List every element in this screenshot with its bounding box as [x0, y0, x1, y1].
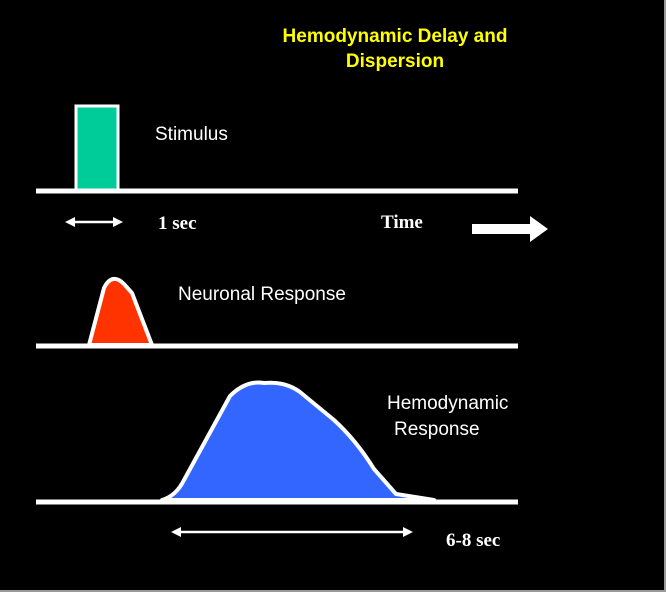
hemodynamic-label-line-2: Response	[394, 419, 480, 440]
title-line-1: Hemodynamic Delay and	[282, 26, 508, 47]
stimulus-label: Stimulus	[155, 124, 228, 145]
one-sec-label: 1 sec	[158, 213, 197, 234]
neuronal-response-label: Neuronal Response	[178, 284, 346, 305]
neuronal-response-curve	[87, 276, 154, 347]
stimulus-block	[74, 104, 120, 192]
hemodynamic-response-curve	[160, 380, 436, 502]
diagram-title: Hemodynamic Delay and Dispersion	[230, 24, 560, 74]
six-eight-sec-label: 6-8 sec	[446, 530, 501, 551]
time-arrow	[472, 216, 548, 242]
time-label: Time	[381, 212, 423, 233]
hemodynamic-label-line-1: Hemodynamic	[387, 393, 509, 414]
title-line-2: Dispersion	[345, 51, 445, 72]
